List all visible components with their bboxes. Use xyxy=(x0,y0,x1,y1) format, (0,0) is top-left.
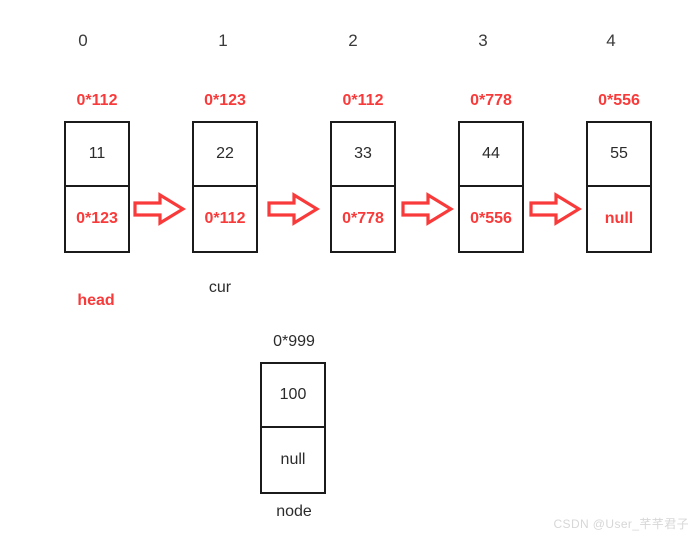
list-node-2-next-cell: 0*778 xyxy=(332,187,394,251)
list-node-2-next: 0*778 xyxy=(342,210,384,227)
list-node-0-value: 11 xyxy=(88,145,106,162)
list-node-4-value-cell: 55 xyxy=(588,123,650,187)
list-node-1-next: 0*112 xyxy=(204,210,246,227)
detached-node-value-cell: 100 xyxy=(262,364,324,428)
detached-node-next: null xyxy=(280,451,306,468)
list-node-3-value: 44 xyxy=(482,145,500,162)
list-node-1-next-cell: 0*112 xyxy=(194,187,256,251)
list-node-2: 33 0*778 xyxy=(330,121,396,253)
list-node-4-value: 55 xyxy=(610,145,628,162)
list-node-2-value: 33 xyxy=(354,145,372,162)
list-node-0-next-cell: 0*123 xyxy=(66,187,128,251)
arrow-2-to-3-icon xyxy=(400,192,454,226)
address-label-node-1: 0*123 xyxy=(204,92,246,109)
address-label-node-3: 0*778 xyxy=(470,92,512,109)
detached-node-next-cell: null xyxy=(262,428,324,492)
list-node-3-next-cell: 0*556 xyxy=(460,187,522,251)
list-node-0-value-cell: 11 xyxy=(66,123,128,187)
list-node-4-next: null xyxy=(604,210,634,227)
list-node-3: 44 0*556 xyxy=(458,121,524,253)
arrow-0-to-1-icon xyxy=(132,192,186,226)
list-node-4: 55 null xyxy=(586,121,652,253)
address-label-detached-node: 0*999 xyxy=(273,333,315,350)
list-node-0: 11 0*123 xyxy=(64,121,130,253)
address-label-node-2: 0*112 xyxy=(342,92,384,109)
list-node-1: 22 0*112 xyxy=(192,121,258,253)
index-label-3: 3 xyxy=(478,31,488,50)
index-label-1: 1 xyxy=(218,31,228,50)
list-node-3-next: 0*556 xyxy=(470,210,512,227)
pointer-label-head: head xyxy=(77,292,115,309)
list-node-3-value-cell: 44 xyxy=(460,123,522,187)
list-node-2-value-cell: 33 xyxy=(332,123,394,187)
pointer-label-node: node xyxy=(276,503,312,520)
address-label-node-4: 0*556 xyxy=(598,92,640,109)
detached-node: 100 null xyxy=(260,362,326,494)
index-label-2: 2 xyxy=(348,31,358,50)
detached-node-value: 100 xyxy=(279,386,307,403)
index-label-4: 4 xyxy=(606,31,616,50)
list-node-1-value-cell: 22 xyxy=(194,123,256,187)
arrow-1-to-2-icon xyxy=(266,192,320,226)
address-label-node-0: 0*112 xyxy=(76,92,118,109)
list-node-4-next-cell: null xyxy=(588,187,650,251)
list-node-0-next: 0*123 xyxy=(76,210,118,227)
pointer-label-cur: cur xyxy=(208,279,232,296)
list-node-1-value: 22 xyxy=(216,145,234,162)
watermark: CSDN @User_芊芊君子 xyxy=(553,517,689,531)
arrow-3-to-4-icon xyxy=(528,192,582,226)
index-label-0: 0 xyxy=(78,31,88,50)
